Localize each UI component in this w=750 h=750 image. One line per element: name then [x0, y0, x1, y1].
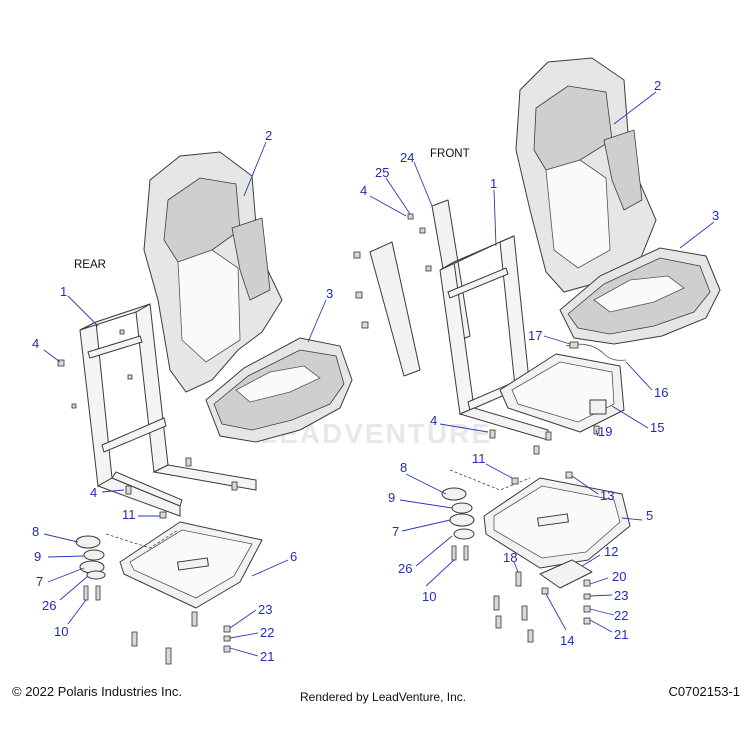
front-label: FRONT [430, 148, 470, 160]
callout-9-rear: 9 [34, 549, 41, 564]
callout-15: 15 [650, 420, 664, 435]
callout-2-rear: 2 [265, 128, 272, 143]
callout-5: 5 [646, 508, 653, 523]
callout-4a-rear: 4 [32, 336, 39, 351]
callout-24: 24 [400, 150, 414, 165]
rear-small-parts [75, 535, 106, 601]
callout-4b-rear: 4 [90, 485, 97, 500]
rear-seat-base [105, 521, 263, 609]
callout-14: 14 [560, 633, 574, 648]
callout-11-rear: 11 [122, 507, 136, 522]
rear-label: REAR [74, 259, 106, 271]
diagram-code: C0702153-1 [668, 684, 740, 699]
callout-4b-front: 4 [430, 413, 437, 428]
callout-10-front: 10 [422, 589, 436, 604]
front-seat-back [515, 57, 657, 293]
callout-numbers: 1 2 3 4 4 6 8 9 7 26 10 11 23 22 21 1 2 … [32, 78, 719, 664]
callout-17: 17 [528, 328, 542, 343]
front-harness [565, 341, 627, 361]
callout-7-front: 7 [392, 524, 399, 539]
callout-3-front: 3 [712, 208, 719, 223]
front-bracket-12 [539, 559, 593, 589]
callout-8-rear: 8 [32, 524, 39, 539]
callout-26-front: 26 [398, 561, 412, 576]
front-small-parts [441, 487, 475, 561]
callout-7-rear: 7 [36, 574, 43, 589]
callout-6: 6 [290, 549, 297, 564]
callout-22-rear: 22 [260, 625, 274, 640]
callout-10-rear: 10 [54, 624, 68, 639]
rear-seat-cushion [205, 337, 353, 443]
callout-21-rear: 21 [260, 649, 274, 664]
callout-8-front: 8 [400, 460, 407, 475]
leader-lines [43, 91, 715, 657]
rear-seat-frame [79, 303, 257, 517]
callout-13: 13 [600, 488, 614, 503]
callout-11-front: 11 [472, 451, 486, 466]
front-floor-pan [499, 353, 625, 433]
callout-22-front: 22 [614, 608, 628, 623]
callout-9-front: 9 [388, 490, 395, 505]
rear-bolts [57, 329, 238, 665]
front-bolts [353, 213, 600, 643]
front-seat-base [449, 469, 631, 569]
callout-19: 19 [598, 424, 612, 439]
callout-23-rear: 23 [258, 602, 272, 617]
callout-1-rear: 1 [60, 284, 67, 299]
callout-12: 12 [604, 544, 618, 559]
front-seat-cushion [559, 247, 721, 345]
callout-2-front: 2 [654, 78, 661, 93]
rendered-by-text: Rendered by LeadVenture, Inc. [300, 690, 467, 704]
callout-4a-front: 4 [360, 183, 367, 198]
callout-26-rear: 26 [42, 598, 56, 613]
callout-25: 25 [375, 165, 389, 180]
callout-18: 18 [503, 550, 517, 565]
callout-23-front: 23 [614, 588, 628, 603]
callout-3-rear: 3 [326, 286, 333, 301]
callout-16: 16 [654, 385, 668, 400]
callout-1-front: 1 [490, 176, 497, 191]
copyright-text: © 2022 Polaris Industries Inc. [12, 684, 182, 699]
callout-20: 20 [612, 569, 626, 584]
rear-seat-back [143, 151, 283, 393]
callout-21-front: 21 [614, 627, 628, 642]
